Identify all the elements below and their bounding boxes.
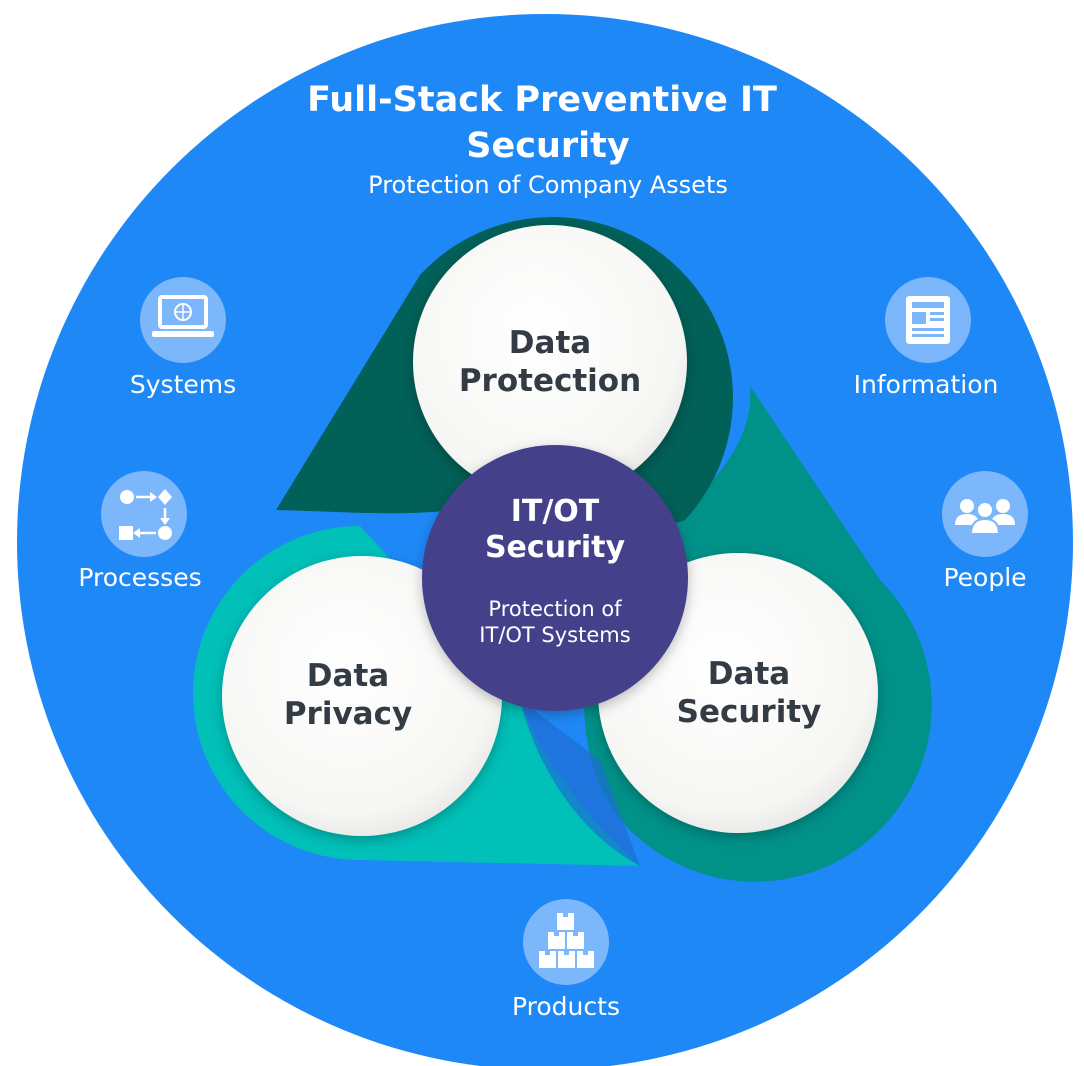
people-group-icon: [955, 499, 1015, 535]
boxes-icon: [539, 913, 594, 968]
data-protection-circle: [413, 225, 687, 499]
overlap-shadow: [520, 700, 640, 866]
newspaper-icon: [906, 296, 950, 344]
it-ot-line-1: IT/OT: [510, 494, 600, 529]
process-flow-icon: [119, 489, 172, 540]
it-ot-sub-line-1: Protection of: [488, 597, 622, 621]
people-label: People: [943, 563, 1027, 592]
it-ot-security-circle: [422, 445, 688, 711]
data-security-line-1: Data: [707, 656, 791, 692]
it-ot-description: Protection of IT/OT Systems: [415, 596, 695, 648]
data-security-label: Data Security: [609, 655, 889, 731]
data-privacy-line-2: Privacy: [283, 696, 413, 732]
data-protection-line-1: Data: [508, 325, 592, 361]
data-privacy-label: Data Privacy: [208, 657, 488, 733]
subtitle: Protection of Company Assets: [368, 171, 728, 199]
processes-icon-bg: [101, 471, 187, 557]
data-protection-label: Data Protection: [410, 324, 690, 400]
it-ot-security-label: IT/OT Security: [415, 494, 695, 566]
information-label: Information: [853, 370, 999, 399]
title-line-2: Security: [466, 126, 630, 166]
data-security-line-2: Security: [676, 694, 822, 730]
title-line-1: Full-Stack Preventive IT: [307, 80, 777, 120]
it-ot-line-2: Security: [484, 530, 626, 565]
processes-label: Processes: [78, 563, 202, 592]
data-protection-line-2: Protection: [458, 363, 642, 399]
products-label: Products: [512, 992, 620, 1021]
systems-label: Systems: [129, 370, 237, 399]
data-privacy-line-1: Data: [306, 658, 390, 694]
it-ot-sub-line-2: IT/OT Systems: [479, 623, 631, 647]
products-icon-bg: [523, 899, 609, 985]
laptop-globe-icon: [152, 295, 214, 337]
